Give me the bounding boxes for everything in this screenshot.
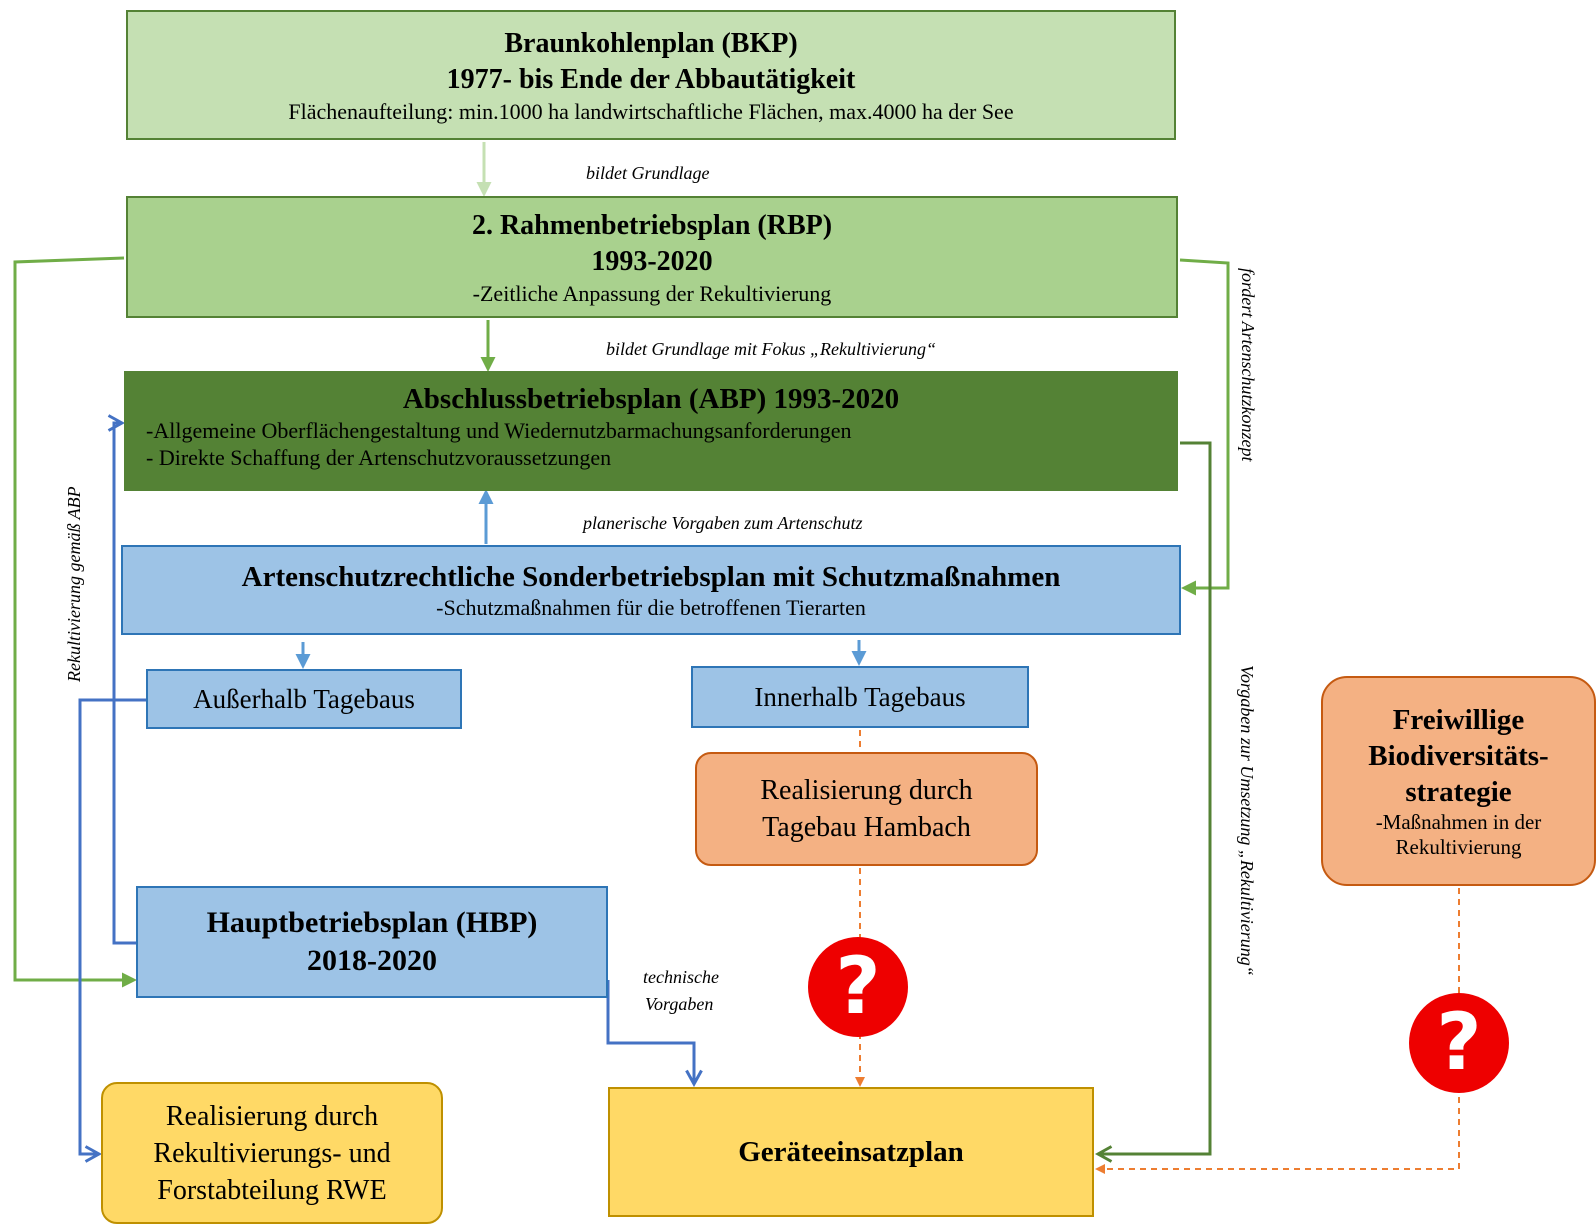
realisierung-tagebau-box: Realisierung durch Tagebau Hambach bbox=[695, 752, 1038, 866]
edge-label-abp-to-hbp: Rekultivierung gemäß ABP bbox=[64, 486, 84, 682]
hauptbetriebsplan-box: Hauptbetriebsplan (HBP) 2018-2020 bbox=[136, 886, 608, 998]
rahmenbetriebsplan-box: 2. Rahmenbetriebsplan (RBP) 1993-2020 -Z… bbox=[126, 196, 1178, 318]
realisierung-rwe-line2: Rekultivierungs- und bbox=[153, 1137, 391, 1169]
hbp-title-line1: Hauptbetriebsplan (HBP) bbox=[206, 906, 538, 939]
rbp-detail: -Zeitliche Anpassung der Rekultivierung bbox=[472, 280, 832, 306]
bkp-title-line1: Braunkohlenplan (BKP) bbox=[504, 27, 798, 59]
ausserhalb-label: Außerhalb Tagebaus bbox=[193, 684, 415, 714]
hbp-title-line2: 2018-2020 bbox=[307, 944, 437, 977]
realisierung-rwe-box: Realisierung durch Rekultivierungs- und … bbox=[101, 1082, 443, 1224]
question-mark-icon: ? bbox=[808, 937, 908, 1037]
edge-label-asp-to-abp: planerische Vorgaben zum Artenschutz bbox=[583, 513, 863, 533]
question-mark-icon: ? bbox=[1409, 993, 1509, 1093]
arrow-hbp-to-gep bbox=[606, 980, 694, 1084]
asp-title: Artenschutzrechtliche Sonderbetriebsplan… bbox=[241, 560, 1061, 593]
realisierung-rwe-line3: Forstabteilung RWE bbox=[157, 1174, 387, 1206]
biodiversitaet-detail-line1: -Maßnahmen in der bbox=[1375, 810, 1542, 834]
realisierung-rwe-line1: Realisierung durch bbox=[165, 1100, 379, 1132]
ausserhalb-tagebaus-box: Außerhalb Tagebaus bbox=[146, 669, 462, 729]
edge-label-abp-to-gep: Vorgaben zur Umsetzung „Rekultivierung“ bbox=[1237, 665, 1257, 976]
arrow-biodiversitaet-to-gep bbox=[1095, 888, 1460, 1174]
arrow-abp-to-gep bbox=[1098, 441, 1212, 1154]
abp-title: Abschlussbetriebsplan (ABP) 1993-2020 bbox=[402, 383, 900, 415]
abp-detail-2: - Direkte Schaffung der Artenschutzvorau… bbox=[146, 445, 612, 470]
rbp-title-line1: 2. Rahmenbetriebsplan (RBP) bbox=[471, 209, 833, 241]
geraeteeinsatzplan-box: Geräteeinsatzplan bbox=[608, 1087, 1094, 1217]
edge-label-bkp-to-rbp: bildet Grundlage bbox=[586, 163, 710, 183]
abschlussbetriebsplan-box: Abschlussbetriebsplan (ABP) 1993-2020 -A… bbox=[124, 371, 1178, 491]
arrow-rbp-to-asp bbox=[1179, 258, 1230, 596]
realisierung-tagebau-line1: Realisierung durch bbox=[760, 775, 973, 806]
innerhalb-label: Innerhalb Tagebaus bbox=[754, 682, 966, 712]
abp-detail-1: -Allgemeine Oberflächengestaltung und Wi… bbox=[146, 418, 852, 443]
biodiversitaet-title-line1: Freiwillige bbox=[1392, 704, 1525, 736]
innerhalb-tagebaus-box: Innerhalb Tagebaus bbox=[691, 666, 1029, 728]
bkp-title-line2: 1977- bis Ende der Abbautätigkeit bbox=[446, 63, 856, 95]
edge-label-rbp-to-asp: fordert Artenschutzkonzept bbox=[1238, 268, 1258, 462]
biodiversitaet-detail-line2: Rekultivierung bbox=[1395, 835, 1522, 859]
artenschutz-sonderbetriebsplan-box: Artenschutzrechtliche Sonderbetriebsplan… bbox=[121, 545, 1181, 635]
biodiversitaetsstrategie-box: Freiwillige Biodiversitäts- strategie -M… bbox=[1321, 676, 1596, 886]
arrow-rbp-to-hbp bbox=[13, 256, 137, 988]
edge-label-hbp-to-gep-line1: technische bbox=[643, 967, 719, 987]
geraeteeinsatzplan-title: Geräteeinsatzplan bbox=[738, 1136, 964, 1168]
biodiversitaet-title-line2: Biodiversitäts- bbox=[1368, 740, 1549, 772]
realisierung-tagebau-line2: Tagebau Hambach bbox=[762, 812, 971, 843]
biodiversitaet-title-line3: strategie bbox=[1405, 776, 1512, 808]
edge-label-hbp-to-gep-line2: Vorgaben bbox=[645, 994, 714, 1014]
asp-detail: -Schutzmaßnahmen für die betroffenen Tie… bbox=[436, 594, 866, 620]
rbp-title-line2: 1993-2020 bbox=[591, 245, 713, 277]
arrow-ausserhalb-to-rwe bbox=[78, 698, 146, 1154]
braunkohlenplan-box: Braunkohlenplan (BKP) 1977- bis Ende der… bbox=[126, 10, 1176, 140]
edge-label-rbp-to-abp: bildet Grundlage mit Fokus „Rekultivieru… bbox=[606, 339, 936, 359]
arrow-hbp-to-abp bbox=[114, 423, 136, 945]
bkp-detail: Flächenaufteilung: min.1000 ha landwirts… bbox=[288, 98, 1014, 124]
